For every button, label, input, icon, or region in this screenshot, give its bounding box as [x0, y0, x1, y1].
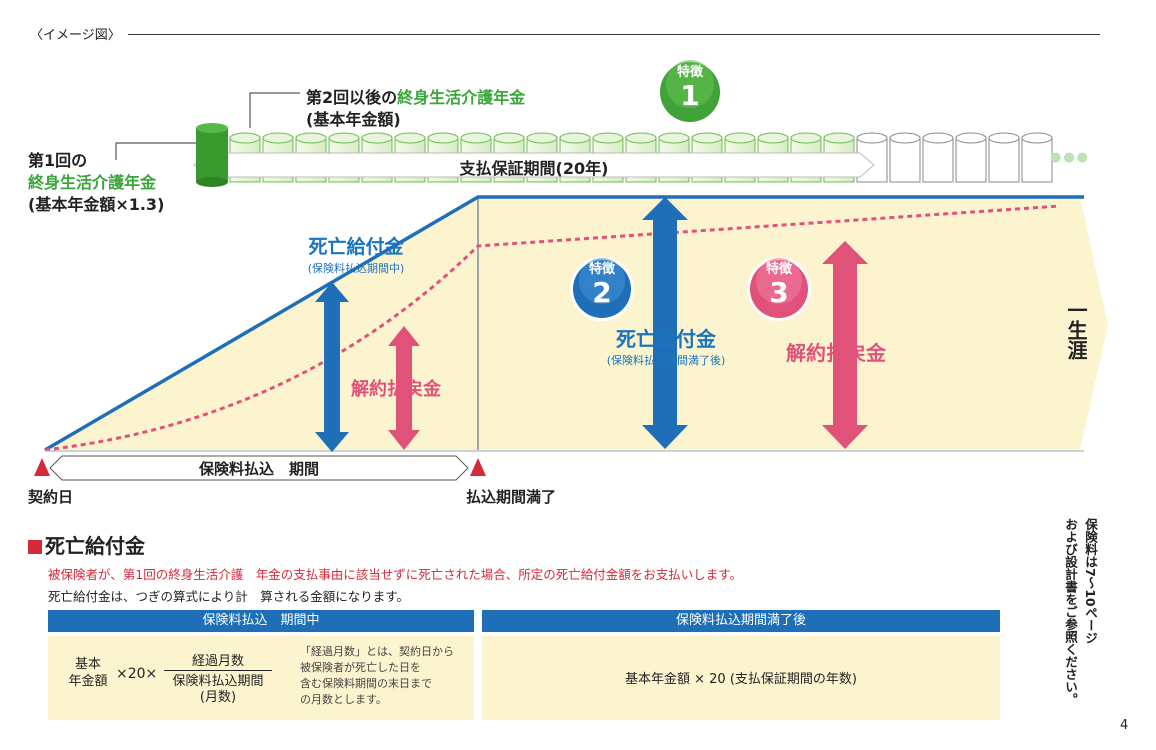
guarantee-period-label: 支払保証期間(20年) — [459, 159, 609, 178]
side-note: 保険料は7～10ページ および設計書をご参照ください。 — [1063, 518, 1098, 706]
death-benefit-after-sub: (保険料払込期間満了後) — [606, 354, 726, 367]
pension-cylinder — [889, 132, 921, 183]
premium-period-bar — [49, 455, 469, 481]
payment-complete-marker — [470, 458, 486, 476]
first-pension-cylinder — [196, 123, 228, 187]
second-pension-sub: (基本年金額) — [306, 110, 401, 129]
formula-base: 基本 年金額 — [68, 657, 108, 689]
death-benefit-in-title: 死亡給付金 — [308, 236, 404, 258]
table-header-left: 保険料払込 期間中 — [48, 610, 474, 632]
surrender-arrow-in — [388, 326, 420, 450]
section-bullet — [28, 540, 42, 554]
image-caption: 〈イメージ図〉 — [30, 28, 121, 43]
after-payment-region — [478, 197, 1108, 450]
right-formula: 基本年金額 × 20 (支払保証期間の年数) — [625, 672, 857, 687]
pension-cylinder — [988, 132, 1020, 183]
header-rule — [128, 34, 1100, 35]
feature-2-label: 特徴 2 — [588, 262, 615, 309]
section-line1: 被保険者が、第1回の終身生活介護 年金の支払事由に該当せずに死亡された場合、所定… — [48, 567, 742, 582]
pension-cylinder — [955, 132, 987, 183]
death-benefit-in-sub: (保険料払込期間中) — [307, 262, 405, 275]
table-cell-right — [482, 636, 1000, 720]
formula-multiplier: ×20× — [116, 666, 158, 682]
surrender-value-line — [44, 204, 1061, 452]
second-pension-label: 第2回以後の終身生活介護年金 — [306, 88, 526, 107]
contract-day-label: 契約日 — [28, 488, 74, 506]
surrender-after-label: 解約払戻金 — [786, 341, 886, 365]
pension-cylinder — [1021, 132, 1053, 183]
contract-day-marker — [34, 458, 50, 476]
formula-denominator: 保険料払込期間 (月数) — [172, 674, 264, 705]
death-benefit-line — [44, 195, 1084, 452]
table-header-right: 保険料払込期間満了後 — [482, 610, 1000, 632]
table-cell-left — [48, 636, 474, 720]
feature-1-label: 特徴 1 — [676, 65, 703, 112]
pension-cylinder — [922, 132, 954, 183]
premium-period-label: 保険料払込 期間 — [198, 460, 319, 478]
feature-badge-2 — [570, 257, 634, 321]
formula-bar — [164, 670, 272, 671]
feature-badge-3 — [747, 257, 811, 321]
payment-complete-label: 払込期間満了 — [466, 488, 557, 506]
first-pension-label: 第1回の 終身生活介護年金 (基本年金額×1.3) — [28, 151, 165, 214]
continuation-dots: ●●● — [1050, 150, 1091, 165]
formula-note: 「経過月数」とは、契約日から 被保険者が死亡した日を 含む保険料期間の末日まで … — [300, 645, 454, 706]
section-line2: 死亡給付金は、つぎの算式により計 算される金額になります。 — [48, 589, 410, 604]
surrender-in-label: 解約払戻金 — [351, 379, 441, 400]
death-benefit-after-title: 死亡給付金 — [616, 327, 716, 351]
feature-3-label: 特徴 3 — [765, 262, 792, 309]
lifetime-label: 一生涯 — [1064, 300, 1088, 360]
death-benefit-arrow-after — [642, 197, 688, 449]
surrender-arrow-after — [822, 241, 868, 449]
page-number: 4 — [1120, 718, 1129, 733]
death-benefit-arrow-in — [315, 282, 349, 452]
formula-numerator: 経過月数 — [191, 654, 244, 669]
section-title: 死亡給付金 — [28, 530, 145, 559]
feature-badge-1 — [657, 59, 723, 125]
